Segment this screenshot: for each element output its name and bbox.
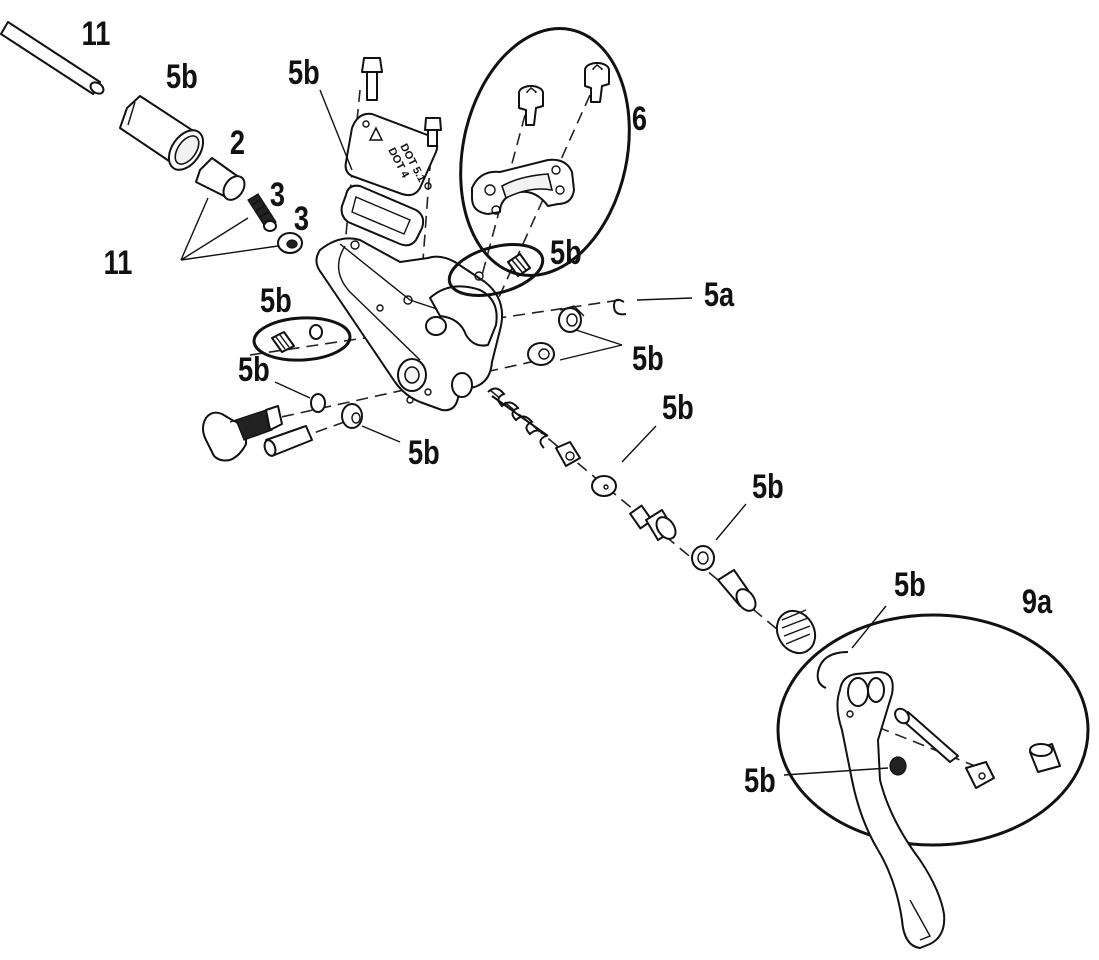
callout-labels: 11 5b 2 3 3 11 5b 6 5b 5a 5b 5b 5b 5b 5b… — [82, 14, 1053, 800]
callout-5b-lever-clip: 5b — [894, 565, 926, 604]
warning-triangle-icon — [368, 126, 384, 141]
callout-5b-washer: 5b — [238, 350, 270, 389]
pivot-bushing-lower — [527, 342, 555, 366]
return-spring-part — [487, 387, 549, 449]
set-screw-right-part — [474, 253, 531, 281]
handlebar-clamp-part — [471, 158, 575, 215]
callout-6: 6 — [632, 99, 647, 138]
o-ring-part — [691, 545, 715, 571]
callout-5b-flanged-bushing: 5b — [408, 433, 440, 472]
hose-cap-part — [119, 95, 205, 171]
lever-pivot-pin — [894, 707, 959, 763]
small-washer-part — [310, 393, 326, 413]
compression-olive-part — [277, 232, 303, 254]
reservoir-lid-part: DOT 4 DOT 5.1 — [344, 112, 439, 197]
callout-11-group: 11 — [104, 243, 133, 282]
hose-part — [0, 21, 105, 95]
diaphragm-part — [340, 184, 425, 247]
callout-5b-set-screw-left: 5b — [260, 281, 292, 320]
group-outlines — [252, 27, 1090, 847]
lever-set-screw — [889, 756, 907, 776]
leader-lines — [180, 89, 889, 776]
pivot-bushing-upper — [558, 305, 585, 333]
callout-5b-o-ring: 5b — [752, 467, 784, 506]
set-screw-left-part — [271, 324, 323, 353]
lid-screw-parts — [361, 57, 442, 147]
callout-5a: 5a — [704, 275, 735, 314]
reach-adjust-knob — [202, 405, 283, 462]
clamp-bolt-parts — [518, 62, 610, 126]
brake-lever-part — [816, 651, 946, 949]
piston-cup-part — [717, 569, 757, 612]
callout-3-olive: 3 — [294, 199, 309, 238]
callout-3-barb: 3 — [270, 175, 285, 214]
hose-barb-part — [247, 193, 277, 232]
retaining-clip-part — [612, 298, 627, 316]
callout-5b-set-screw-right: 5b — [550, 233, 582, 272]
callout-5b-lever-screw: 5b — [744, 761, 776, 800]
master-cylinder-body — [315, 237, 504, 412]
callout-2: 2 — [230, 123, 245, 162]
callout-5b-piston-seal: 5b — [662, 388, 694, 427]
hose-ferrule-part — [195, 157, 246, 201]
callout-5b-cap: 5b — [166, 57, 198, 96]
piston-cap-part — [555, 441, 581, 467]
lever-barrel-nut — [965, 761, 995, 789]
reach-adjust-pin — [263, 425, 313, 457]
callout-5b-lid: 5b — [288, 53, 320, 92]
callout-9a: 9a — [1022, 582, 1053, 621]
lever-sleeve — [1029, 743, 1061, 773]
piston-part — [629, 504, 677, 541]
callout-11-hose: 11 — [82, 14, 111, 53]
flanged-bushing-part — [341, 403, 363, 429]
piston-seal-part — [591, 475, 617, 497]
callout-5b-bushings: 5b — [632, 339, 664, 378]
reach-adjuster-wheel — [775, 609, 817, 655]
